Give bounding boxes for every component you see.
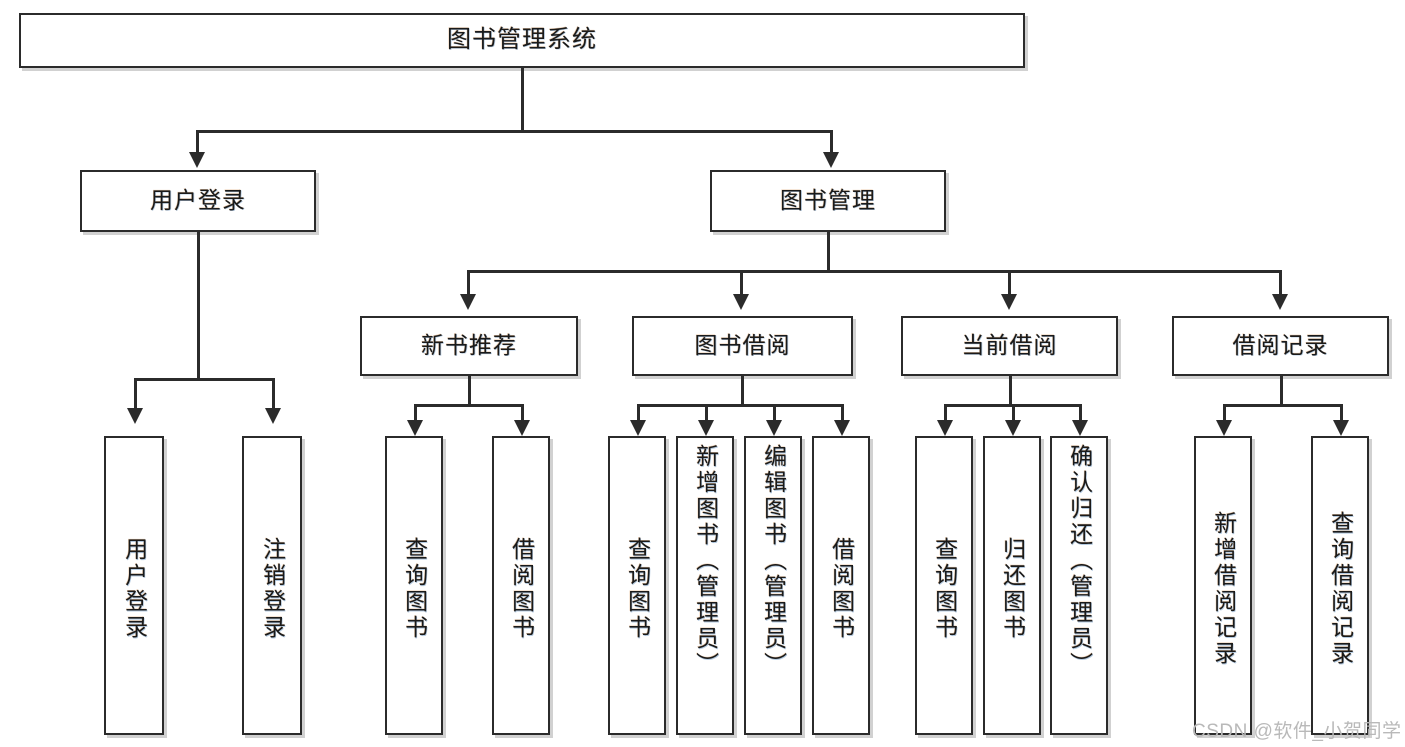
connector-to-book-borrow [740,270,743,296]
arrowhead-leaf-return-book [1005,420,1021,436]
node-leaf-add-record-label: 新增借阅记录 [1210,510,1237,667]
connector-to-leaf-query-book-1 [414,404,417,422]
arrowhead-leaf-add-record [1216,420,1232,436]
connector-to-leaf-query-record [1340,404,1343,422]
connector-to-leaf-query-book-3 [944,404,947,422]
connector-level2-bus [196,130,833,133]
arrowhead-user-login [189,152,205,168]
connector-to-leaf-return-book [1012,404,1015,422]
node-leaf-user-login[interactable]: 用户登录 [104,436,164,735]
arrowhead-leaf-query-book-1 [407,420,423,436]
node-book-manage[interactable]: 图书管理 [710,170,946,232]
node-leaf-query-book-3-label: 查询图书 [931,536,958,641]
connector-level3-bus [467,270,1281,273]
node-leaf-query-book-3[interactable]: 查询图书 [915,436,973,735]
connector-to-leaf-user-login [134,378,137,410]
connector-user-login-bus [134,378,274,381]
connector-nbr-trunk [468,376,471,406]
connector-to-borrow-record [1279,270,1282,296]
node-leaf-borrow-book-2[interactable]: 借阅图书 [812,436,870,735]
connector-to-leaf-logout [272,378,275,410]
node-user-login[interactable]: 用户登录 [80,170,316,232]
node-root-label: 图书管理系统 [447,26,597,54]
connector-nbr-bus [414,404,524,407]
arrowhead-borrow-record [1272,294,1288,310]
connector-to-book-manage [830,130,833,154]
node-leaf-borrow-book-1-label: 借阅图书 [508,536,535,641]
node-leaf-edit-book-label: 编辑图书（管理员） [760,444,787,678]
arrowhead-leaf-add-book [698,420,714,436]
arrowhead-leaf-query-book-3 [937,420,953,436]
node-user-login-label: 用户登录 [150,187,246,214]
node-leaf-logout[interactable]: 注销登录 [242,436,302,735]
node-leaf-edit-book[interactable]: 编辑图书（管理员） [744,436,802,735]
node-leaf-borrow-book-1[interactable]: 借阅图书 [492,436,550,735]
node-current-borrow[interactable]: 当前借阅 [901,316,1118,376]
csdn-watermark: CSDN @软件_小贺同学 [1192,721,1402,742]
node-leaf-confirm-return-label: 确认归还（管理员） [1066,444,1093,678]
arrowhead-book-manage [823,152,839,168]
node-new-book-recommend[interactable]: 新书推荐 [360,316,578,376]
node-leaf-query-record-label: 查询借阅记录 [1327,510,1354,667]
node-leaf-query-record[interactable]: 查询借阅记录 [1311,436,1369,735]
connector-to-leaf-add-book [705,404,708,422]
arrowhead-leaf-query-book-2 [630,420,646,436]
arrowhead-leaf-borrow-book-2 [834,420,850,436]
connector-br-bus [1223,404,1342,407]
node-borrow-record-label: 借阅记录 [1232,332,1329,359]
node-leaf-borrow-book-2-label: 借阅图书 [828,536,855,641]
node-leaf-query-book-1[interactable]: 查询图书 [385,436,443,735]
connector-br-trunk [1280,376,1283,406]
node-leaf-add-record[interactable]: 新增借阅记录 [1194,436,1252,735]
arrowhead-leaf-confirm-return [1072,420,1088,436]
node-book-borrow-label: 图书借阅 [694,332,791,359]
connector-bb-trunk [741,376,744,406]
connector-user-login-trunk [197,232,200,380]
arrowhead-new-book-recommend [460,294,476,310]
node-leaf-query-book-2[interactable]: 查询图书 [608,436,666,735]
arrowhead-leaf-borrow-book-1 [514,420,530,436]
node-leaf-return-book[interactable]: 归还图书 [983,436,1041,735]
node-leaf-query-book-1-label: 查询图书 [401,536,428,641]
connector-root-trunk [521,68,524,131]
arrowhead-current-borrow [1001,294,1017,310]
node-leaf-add-book-label: 新增图书（管理员） [692,444,719,678]
connector-cb-trunk [1009,376,1012,406]
node-leaf-confirm-return[interactable]: 确认归还（管理员） [1050,436,1108,735]
connector-to-leaf-borrow-book-2 [841,404,844,422]
node-leaf-user-login-label: 用户登录 [121,536,148,641]
connector-to-leaf-query-book-2 [637,404,640,422]
connector-to-leaf-borrow-book-1 [521,404,524,422]
node-leaf-add-book[interactable]: 新增图书（管理员） [676,436,734,735]
connector-book-manage-trunk [827,232,830,272]
arrowhead-leaf-query-record [1333,420,1349,436]
node-current-borrow-label: 当前借阅 [961,332,1058,359]
arrowhead-leaf-logout [265,408,281,424]
arrowhead-leaf-user-login [127,408,143,424]
connector-to-leaf-edit-book [773,404,776,422]
node-root[interactable]: 图书管理系统 [19,13,1025,68]
connector-to-new-book-recommend [467,270,470,296]
connector-bb-bus [637,404,843,407]
connector-to-leaf-confirm-return [1079,404,1082,422]
node-book-borrow[interactable]: 图书借阅 [632,316,853,376]
node-borrow-record[interactable]: 借阅记录 [1172,316,1389,376]
connector-to-user-login [196,130,199,154]
node-leaf-logout-label: 注销登录 [259,536,286,641]
arrowhead-book-borrow [733,294,749,310]
connector-to-leaf-add-record [1223,404,1226,422]
node-book-manage-label: 图书管理 [780,187,876,214]
node-leaf-return-book-label: 归还图书 [999,536,1026,641]
arrowhead-leaf-edit-book [766,420,782,436]
node-leaf-query-book-2-label: 查询图书 [624,536,651,641]
node-new-book-recommend-label: 新书推荐 [421,332,517,359]
connector-to-current-borrow [1008,270,1011,296]
